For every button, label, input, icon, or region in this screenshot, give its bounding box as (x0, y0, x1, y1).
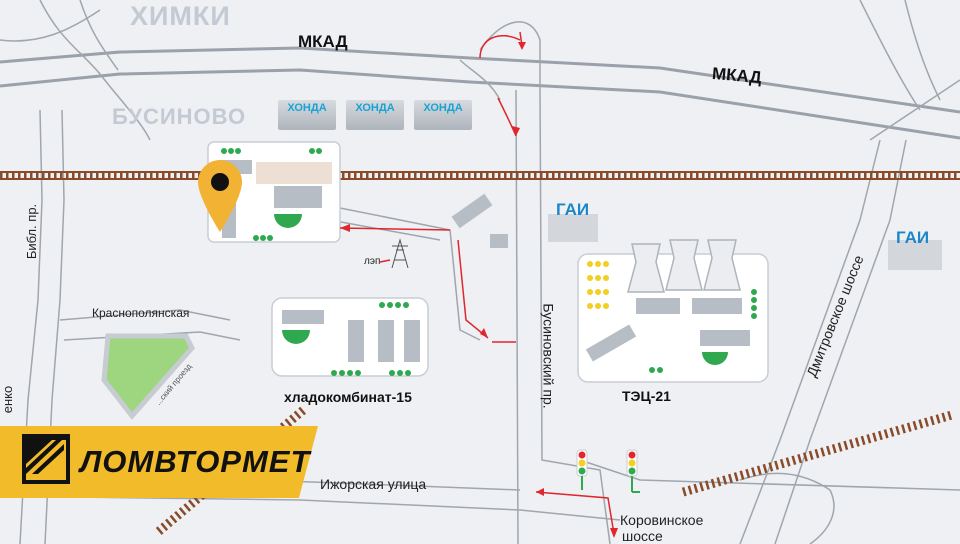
gai-box-left (548, 214, 598, 242)
partial-road-label: енко (0, 385, 16, 414)
gai-label-left: ГАИ (556, 200, 590, 219)
dealer-label: ХОНДА (355, 102, 395, 114)
dealer-label: ХОНДА (423, 102, 463, 114)
brand-name: ЛОМВТОРМЕТ (80, 444, 311, 479)
district-businovo: БУСИНОВО (112, 104, 247, 129)
izhorskaya-label: Ижорская улица (320, 476, 427, 492)
dealer-honda: ХОНДА (278, 100, 336, 130)
park (101, 333, 195, 420)
dealer-honda: ХОНДА (414, 100, 472, 130)
gai-label-right: ГАИ (896, 228, 930, 247)
bibl-label: Библ. пр. (24, 203, 40, 260)
mkad-label-right: МКАД (711, 63, 763, 88)
mkad-label-left: МКАД (298, 32, 348, 51)
pylon-icon (391, 238, 409, 269)
businovsky-label: Бусиновский пр. (540, 303, 557, 409)
korovinskoe-label-2: шоссе (622, 528, 663, 544)
gai-box-right (888, 240, 942, 270)
district-khimki: ХИМКИ (130, 1, 231, 31)
krasnopolyanskaya-label: Краснополянская (92, 306, 190, 320)
location-pin-icon (198, 160, 242, 232)
traffic-light-icon (576, 449, 640, 493)
power-plant-label: ТЭЦ-21 (622, 388, 671, 404)
route (339, 31, 615, 535)
cooling-towers (627, 239, 741, 293)
dealer-honda: ХОНДА (346, 100, 404, 130)
businovsky-road (515, 89, 519, 544)
dealer-label: ХОНДА (287, 102, 327, 114)
power-line-label: лэп (364, 256, 381, 267)
mkad-road (0, 46, 960, 114)
cold-storage-label: хладокомбинат-15 (284, 389, 412, 405)
korovinskoe-label-1: Коровинское (620, 512, 704, 528)
